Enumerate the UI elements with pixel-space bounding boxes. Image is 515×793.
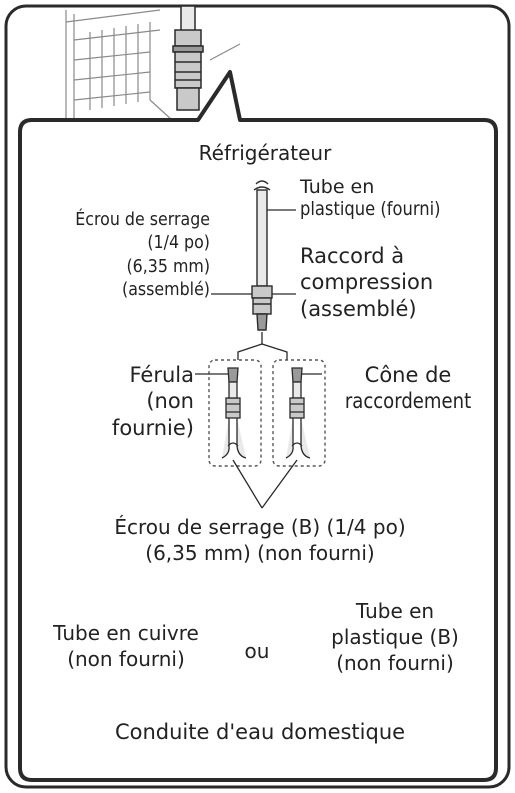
- cone-dashed-box: [272, 359, 326, 467]
- plastic-tube-b-label: Tube en plastique (B) (non fourni): [331, 599, 459, 675]
- nut-assembled-label: Écrou de serrage (1/4 po) (6,35 mm) (ass…: [75, 209, 210, 301]
- or-label: ou: [244, 639, 270, 663]
- cone-label: Cône de raccordement: [344, 363, 472, 414]
- leader-lines-top: [211, 209, 296, 295]
- refrigerator-label: Réfrigérateur: [198, 141, 332, 165]
- nut-b-label: Écrou de serrage (B) (1/4 po) (6,35 mm) …: [114, 515, 406, 565]
- ferrule-dashed-box: [208, 359, 262, 467]
- cone-assembly-icon: [285, 367, 311, 459]
- leader-lines-nut-b: [232, 459, 298, 509]
- callout-box: [18, 70, 498, 782]
- split-lines: [237, 332, 288, 360]
- top-pipe-fitting: [172, 5, 204, 111]
- plastic-tube-icon: [253, 180, 271, 287]
- compression-fitting-label: Raccord à compression (assemblé): [300, 244, 434, 321]
- ferrule-label: Férula (non fournie): [111, 363, 194, 440]
- ferrule-assembly-icon: [221, 367, 247, 459]
- compression-fitting-icon: [251, 285, 273, 331]
- water-line-label: Conduite d'eau domestique: [114, 720, 406, 744]
- copper-tube-label: Tube en cuivre (non fourni): [53, 621, 199, 671]
- plastic-tube-supplied-label: Tube en plastique (fourni): [300, 176, 441, 221]
- refrigerator-sketch: [65, 9, 241, 121]
